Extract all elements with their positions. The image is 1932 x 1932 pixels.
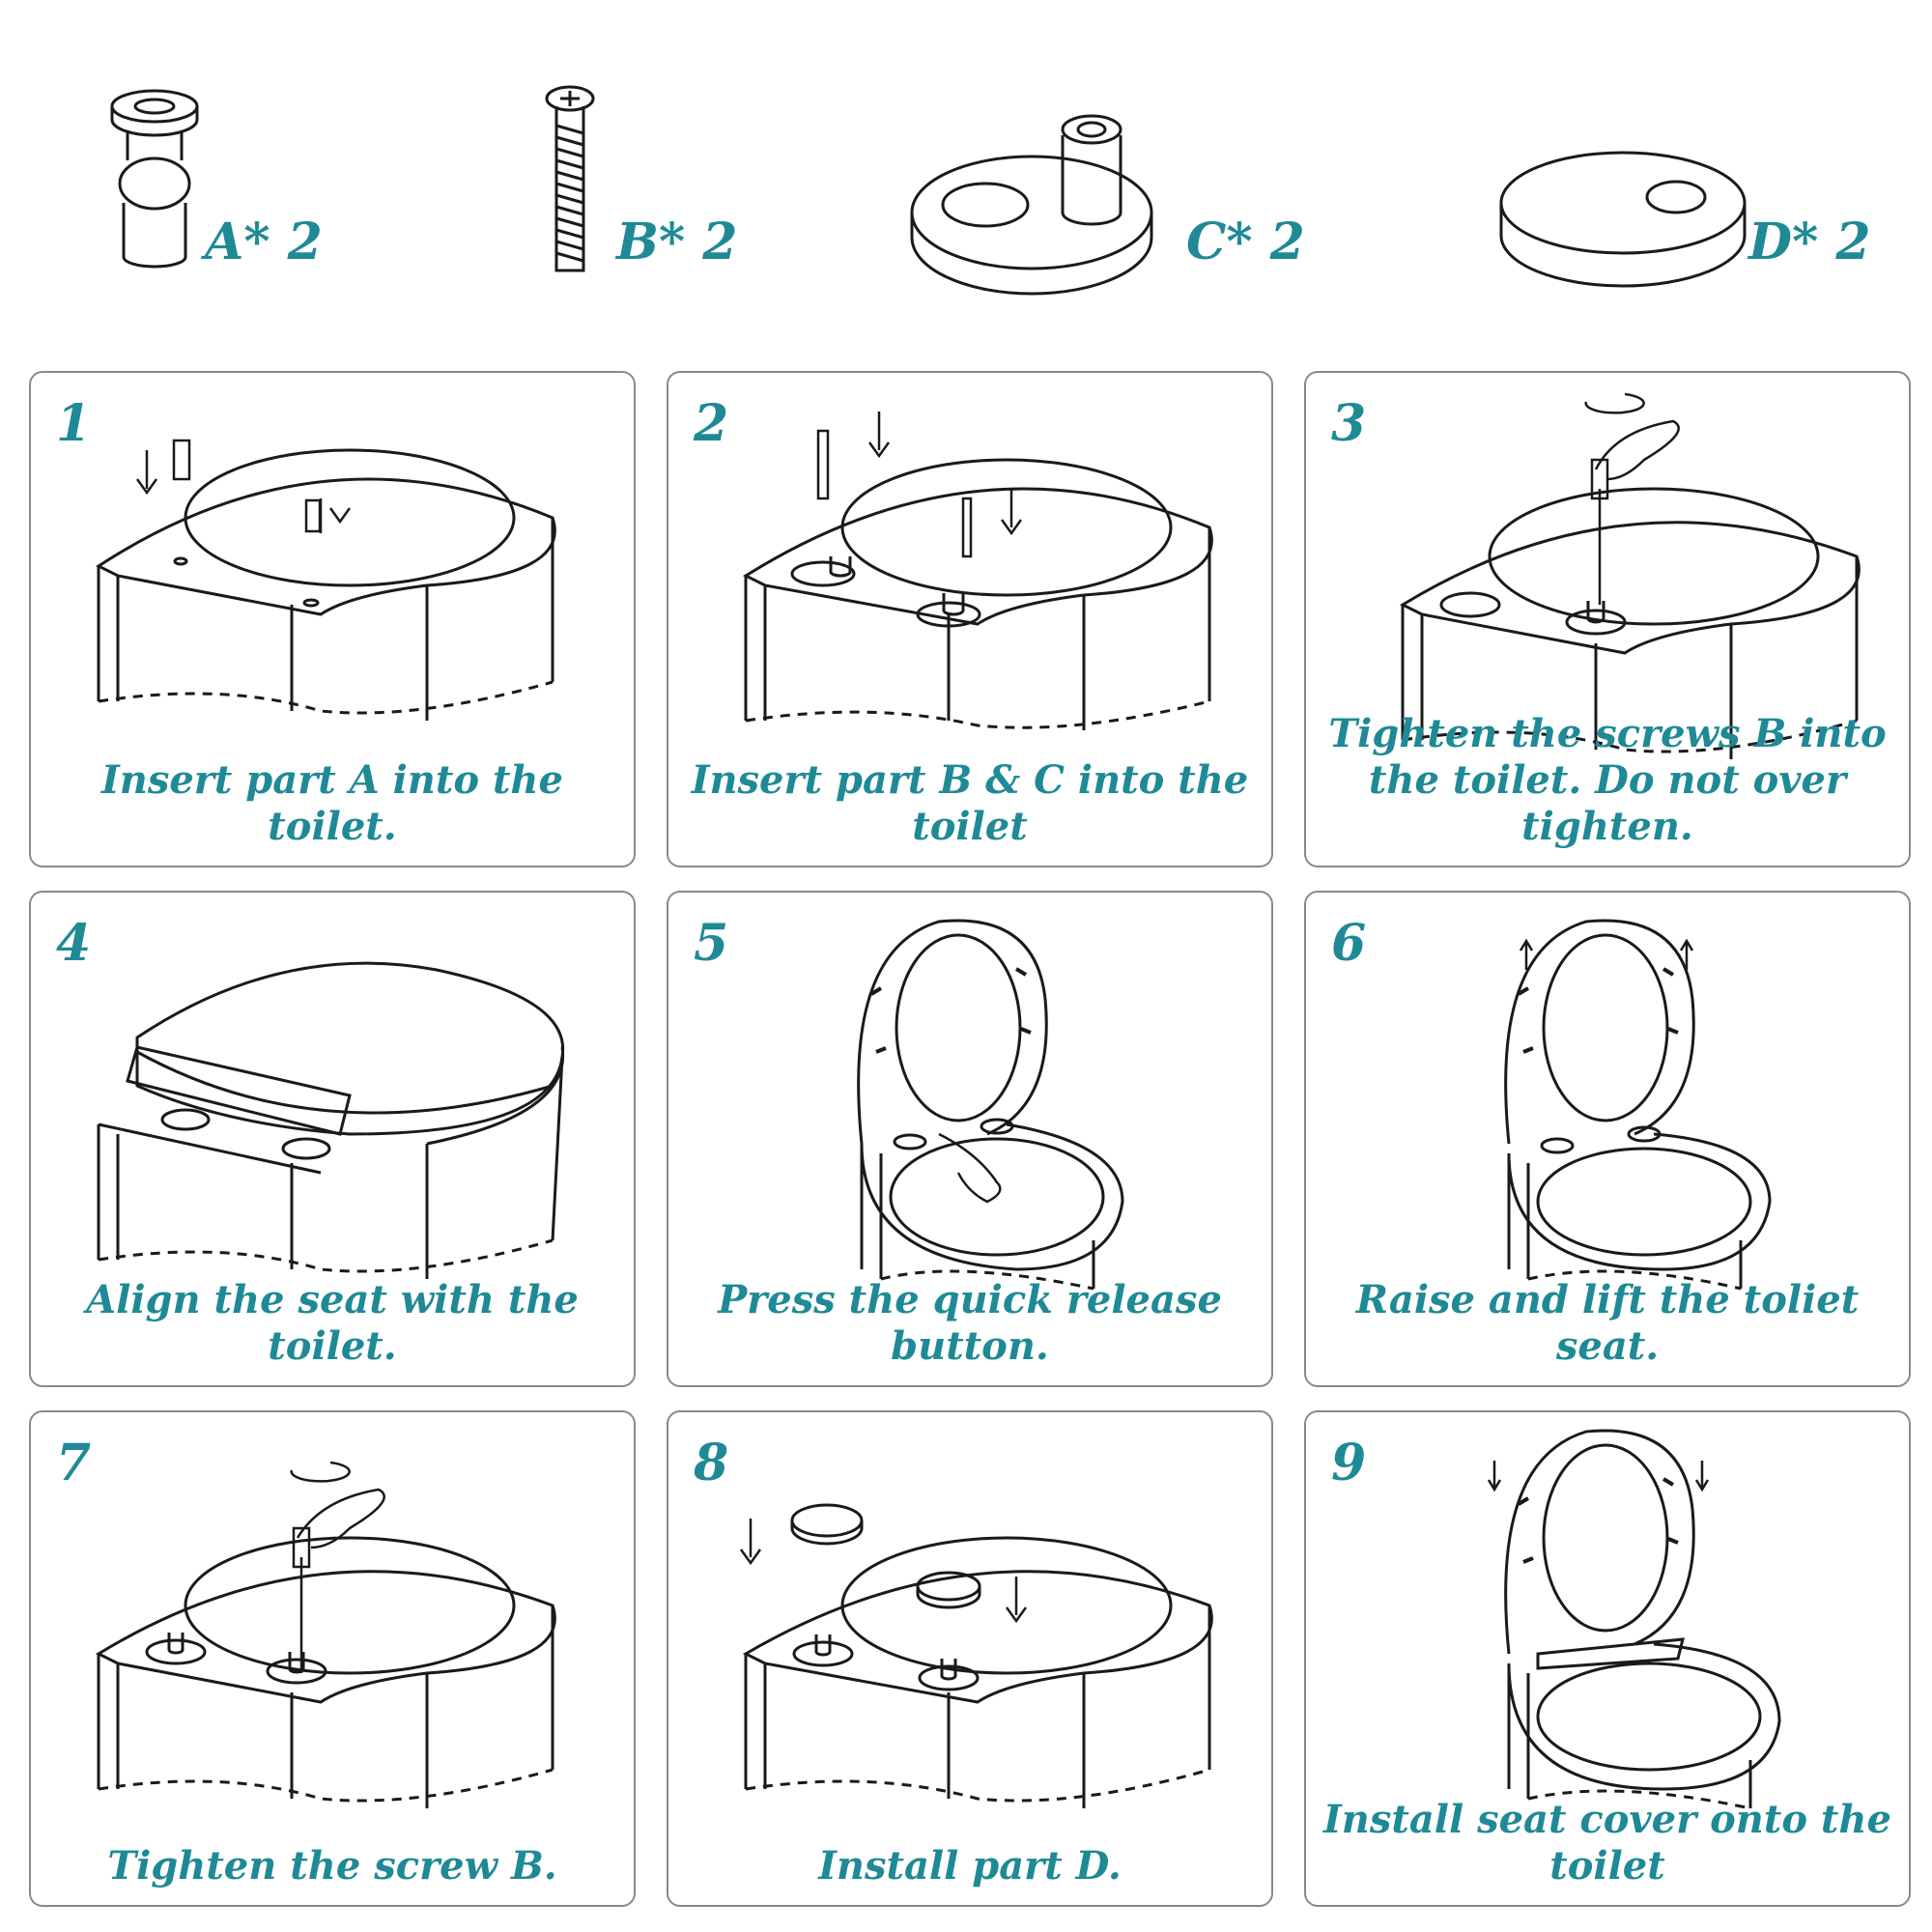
step-2-panel: 2 Insert part B & C into the toilet (667, 371, 1273, 867)
part-a: A* 2 (97, 77, 348, 309)
toilet-bowl-icon (1399, 392, 1861, 759)
step-caption: Press the quick release button. (718, 1277, 1222, 1369)
toilet-bowl-icon (95, 439, 556, 721)
step-3-panel: 3 Tighten the screws B into the toilet. … (1304, 371, 1911, 867)
step-number: 9 (1331, 1434, 1367, 1492)
part-d-label: D* 2 (1748, 213, 1871, 271)
step-caption: Install seat cover onto the toilet (1323, 1797, 1891, 1889)
step-caption: Tighten the screws B into the toilet. Do… (1328, 711, 1887, 849)
step-number: 8 (694, 1434, 729, 1492)
step-number: 3 (1331, 394, 1367, 453)
step-number: 1 (56, 394, 92, 453)
screw-icon (545, 85, 595, 272)
open-seat-icon (857, 919, 1124, 1291)
hinge-base-icon (910, 114, 1153, 296)
step-8-panel: 8 Install part D. (667, 1410, 1273, 1907)
step-caption: Align the seat with the toilet. (86, 1277, 579, 1369)
closed-seat-icon (97, 961, 565, 1279)
part-a-label: A* 2 (205, 213, 323, 271)
toilet-bowl-icon (95, 1461, 556, 1808)
toilet-bowl-icon (742, 412, 1213, 730)
step-7-panel: 7 Tighten the screw B. (29, 1410, 636, 1907)
step-1-panel: 1 Insert part A into the toilet. (29, 371, 636, 867)
step-caption: Insert part B & C into the toilet (691, 757, 1249, 849)
step-6-panel: 6 Raise and lift the toliet seat. (1304, 891, 1911, 1387)
step-5-panel: 5 Press the quick release button. (667, 891, 1273, 1387)
step-number: 4 (56, 914, 92, 973)
step-number: 6 (1331, 914, 1367, 973)
part-b-label: B* 2 (616, 213, 738, 271)
step-9-panel: 9 Install seat cover onto the toilet (1304, 1410, 1911, 1907)
step-4-panel: 4 Align the seat with the toilet. (29, 891, 636, 1387)
steps-grid: 1 Insert part A into the toilet. 2 (29, 371, 1913, 1907)
open-seat-icon (1504, 919, 1772, 1291)
toilet-bowl-icon (739, 1503, 1213, 1808)
step-number: 5 (694, 914, 729, 973)
anchor-bolt-icon (110, 89, 199, 269)
step-number: 2 (694, 394, 729, 453)
step-caption: Raise and lift the toliet seat. (1355, 1277, 1860, 1369)
part-d: D* 2 (1497, 77, 1884, 309)
cover-cap-icon (1499, 151, 1747, 288)
part-c-label: C* 2 (1186, 213, 1305, 271)
part-c: C* 2 (908, 77, 1305, 309)
open-seat-icon (1487, 1429, 1781, 1810)
part-b: B* 2 (541, 77, 738, 309)
parts-list: A* 2 B* 2 C* 2 (0, 0, 1932, 348)
step-caption: Tighten the screw B. (107, 1843, 557, 1889)
step-number: 7 (56, 1434, 92, 1492)
step-caption: Install part D. (818, 1843, 1122, 1889)
step-caption: Insert part A into the toilet. (101, 757, 563, 849)
